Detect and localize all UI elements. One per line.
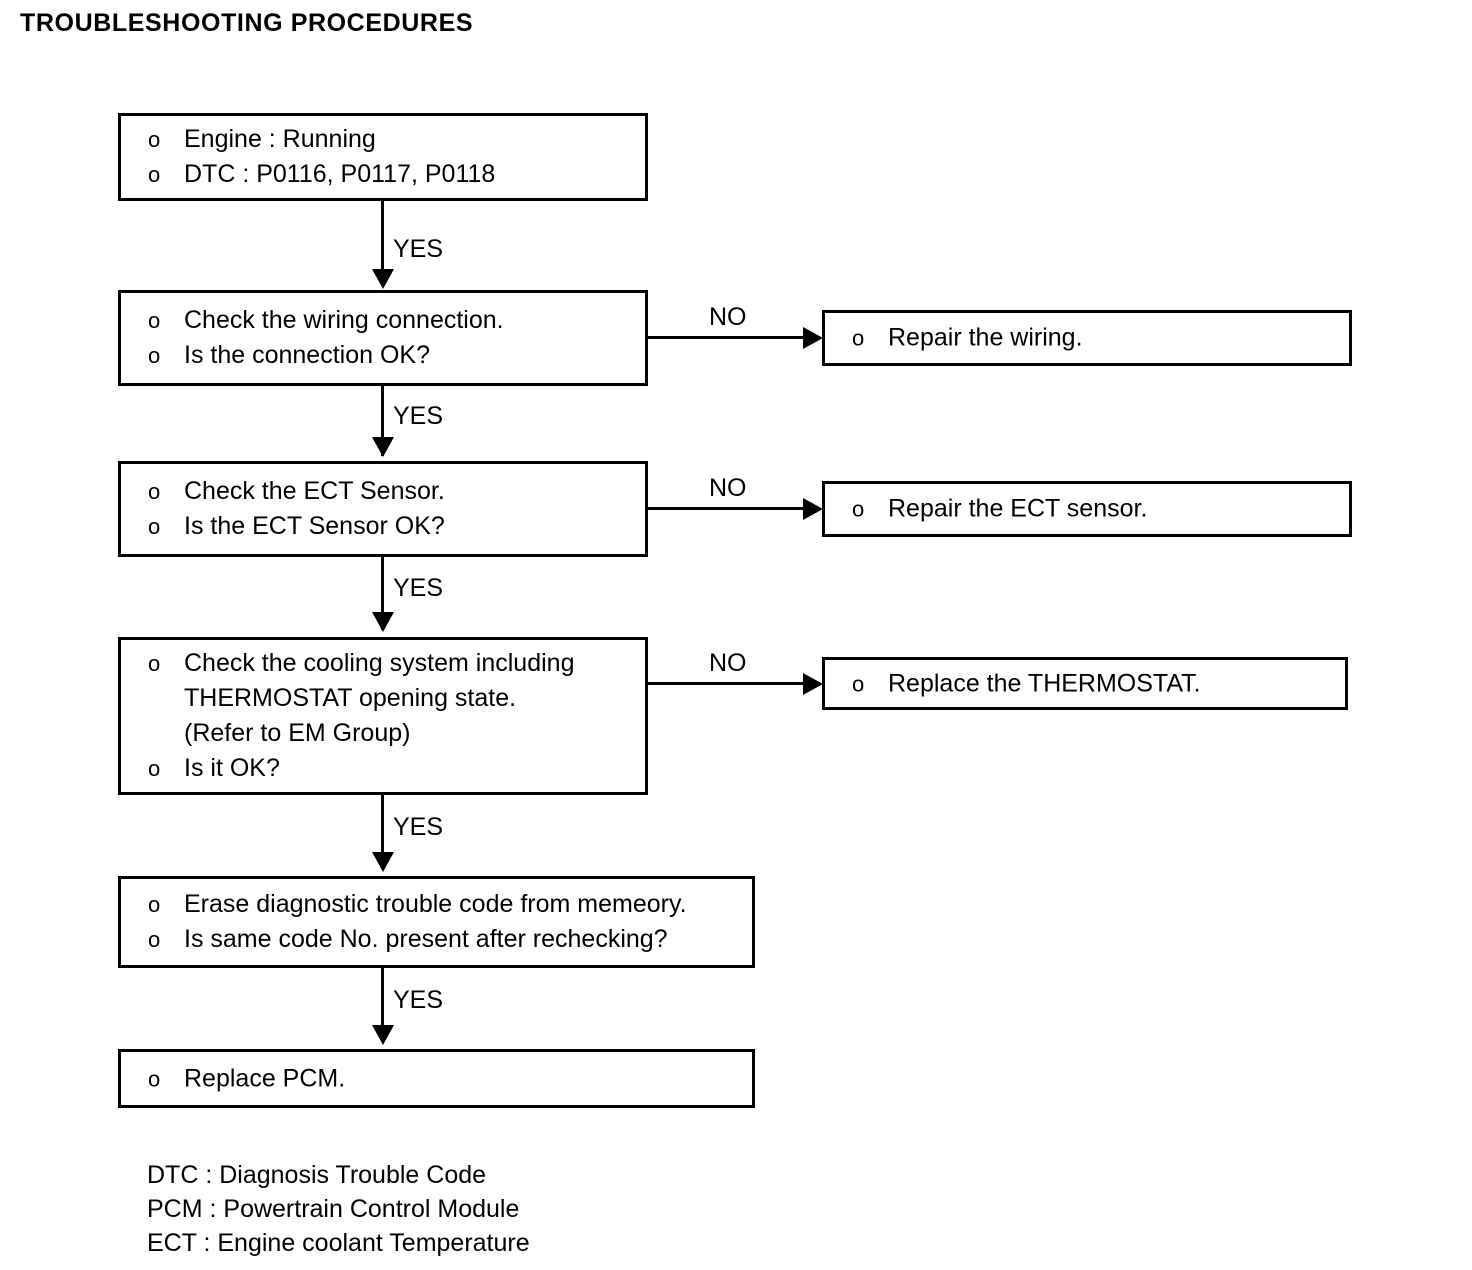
box-line-text: Check the cooling system including: [184, 649, 575, 677]
box-line: o Is the connection OK?: [148, 338, 632, 373]
box-line: o Is same code No. present after recheck…: [148, 922, 739, 957]
box-line-text: (Refer to EM Group): [184, 719, 411, 747]
edge-label-yes: YES: [393, 574, 444, 602]
bullet-icon: o: [148, 162, 161, 187]
bullet-icon: o: [148, 1066, 161, 1091]
bullet-icon: o: [148, 479, 161, 504]
bullet-icon: o: [852, 496, 865, 522]
box-line-text: Check the wiring connection.: [184, 306, 504, 334]
box-replace-pcm-lines: o Replace PCM.: [148, 1061, 739, 1096]
box-line: o DTC : P0116, P0117, P0118: [148, 157, 632, 192]
connector-check-ect-to-repair-ect: [648, 507, 806, 510]
box-line: o Engine : Running: [148, 122, 632, 157]
bullet-icon: o: [852, 325, 865, 351]
bullet-icon: o: [852, 671, 865, 696]
box-line: o Check the ECT Sensor.: [148, 474, 632, 509]
box-line-text: Replace the THERMOSTAT.: [888, 669, 1201, 697]
box-repair-wiring-lines: o Repair the wiring.: [852, 321, 1336, 356]
bullet-spacer: o: [148, 681, 184, 716]
box-replace-thermostat-lines: o Replace the THERMOSTAT.: [852, 666, 1332, 701]
box-line-text: Check the ECT Sensor.: [184, 477, 445, 505]
box-line: o Is it OK?: [148, 751, 632, 786]
bullet-icon: o: [148, 892, 161, 917]
box-line: o THERMOSTAT opening state.: [148, 681, 632, 716]
connector-check-wiring-to-check-ect: [381, 386, 384, 456]
box-line: o Replace the THERMOSTAT.: [852, 666, 1332, 701]
edge-label-yes: YES: [393, 813, 444, 841]
legend-line-ect: ECT : Engine coolant Temperature: [147, 1229, 530, 1257]
box-check-cooling-system: o Check the cooling system including o T…: [118, 637, 648, 795]
box-line-text: Is the connection OK?: [184, 341, 430, 369]
legend-line-pcm: PCM : Powertrain Control Module: [147, 1195, 520, 1223]
box-line: o Repair the ECT sensor.: [852, 492, 1336, 527]
box-line-text: Repair the ECT sensor.: [888, 494, 1148, 523]
edge-label-yes: YES: [393, 986, 444, 1014]
box-line-text: Is it OK?: [184, 754, 280, 782]
arrow-down-icon: [372, 852, 394, 872]
box-check-cooling-system-lines: o Check the cooling system including o T…: [148, 646, 632, 786]
box-repair-wiring: o Repair the wiring.: [822, 310, 1352, 366]
box-line: o (Refer to EM Group): [148, 716, 632, 751]
box-line-text: Engine : Running: [184, 125, 376, 153]
connector-check-cooling-to-replace-thermostat: [648, 682, 806, 685]
box-line: o Check the cooling system including: [148, 646, 632, 681]
bullet-icon: o: [148, 127, 161, 152]
box-check-wiring: o Check the wiring connection. o Is the …: [118, 290, 648, 386]
connector-start-to-check-wiring: [381, 201, 384, 271]
page-title: TROUBLESHOOTING PROCEDURES: [20, 9, 474, 37]
connector-erase-code-to-replace-pcm: [381, 968, 384, 1030]
edge-label-yes: YES: [393, 235, 444, 263]
arrow-right-icon: [803, 498, 823, 520]
box-line-text: DTC : P0116, P0117, P0118: [184, 160, 496, 188]
box-line: o Repair the wiring.: [852, 321, 1336, 356]
arrow-down-icon: [372, 1025, 394, 1045]
arrow-down-icon: [372, 612, 394, 632]
box-line: o Erase diagnostic trouble code from mem…: [148, 887, 739, 922]
box-start-conditions-lines: o Engine : Running o DTC : P0116, P0117,…: [148, 122, 632, 192]
connector-check-cooling-to-erase-code: [381, 795, 384, 857]
connector-check-ect-to-check-cooling: [381, 557, 384, 630]
box-start-conditions: o Engine : Running o DTC : P0116, P0117,…: [118, 113, 648, 201]
connector-check-wiring-to-repair-wiring: [648, 336, 806, 339]
box-repair-ect-sensor-lines: o Repair the ECT sensor.: [852, 492, 1336, 527]
edge-label-yes: YES: [393, 402, 444, 430]
box-line-text: Replace PCM.: [184, 1064, 346, 1092]
bullet-icon: o: [148, 651, 161, 676]
bullet-icon: o: [148, 514, 161, 539]
abbreviation-legend: DTC : Diagnosis Trouble Code PCM : Power…: [147, 1158, 530, 1260]
box-check-ect-sensor-lines: o Check the ECT Sensor. o Is the ECT Sen…: [148, 474, 632, 544]
arrow-right-icon: [803, 327, 823, 349]
legend-line-dtc: DTC : Diagnosis Trouble Code: [147, 1161, 487, 1189]
box-line-text: Is same code No. present after recheckin…: [184, 925, 668, 953]
box-line-text: Is the ECT Sensor OK?: [184, 512, 445, 540]
bullet-icon: o: [148, 343, 161, 368]
bullet-spacer: o: [148, 716, 184, 751]
box-erase-trouble-code: o Erase diagnostic trouble code from mem…: [118, 876, 755, 968]
arrow-down-icon: [372, 269, 394, 289]
edge-label-no: NO: [709, 649, 747, 677]
box-line-text: Erase diagnostic trouble code from memeo…: [184, 890, 687, 918]
box-line: o Check the wiring connection.: [148, 303, 632, 338]
box-line-text: THERMOSTAT opening state.: [184, 684, 517, 712]
edge-label-no: NO: [709, 303, 747, 331]
edge-label-no: NO: [709, 474, 747, 502]
box-line-text: Repair the wiring.: [888, 323, 1083, 352]
box-replace-thermostat: o Replace the THERMOSTAT.: [822, 657, 1348, 710]
box-erase-trouble-code-lines: o Erase diagnostic trouble code from mem…: [148, 887, 739, 957]
arrow-down-icon: [372, 437, 394, 457]
box-replace-pcm: o Replace PCM.: [118, 1049, 755, 1108]
box-check-ect-sensor: o Check the ECT Sensor. o Is the ECT Sen…: [118, 461, 648, 557]
box-line: o Is the ECT Sensor OK?: [148, 509, 632, 544]
box-check-wiring-lines: o Check the wiring connection. o Is the …: [148, 303, 632, 373]
bullet-icon: o: [148, 756, 161, 781]
bullet-icon: o: [148, 927, 161, 952]
bullet-icon: o: [148, 308, 161, 333]
box-line: o Replace PCM.: [148, 1061, 739, 1096]
box-repair-ect-sensor: o Repair the ECT sensor.: [822, 481, 1352, 537]
arrow-right-icon: [803, 673, 823, 695]
